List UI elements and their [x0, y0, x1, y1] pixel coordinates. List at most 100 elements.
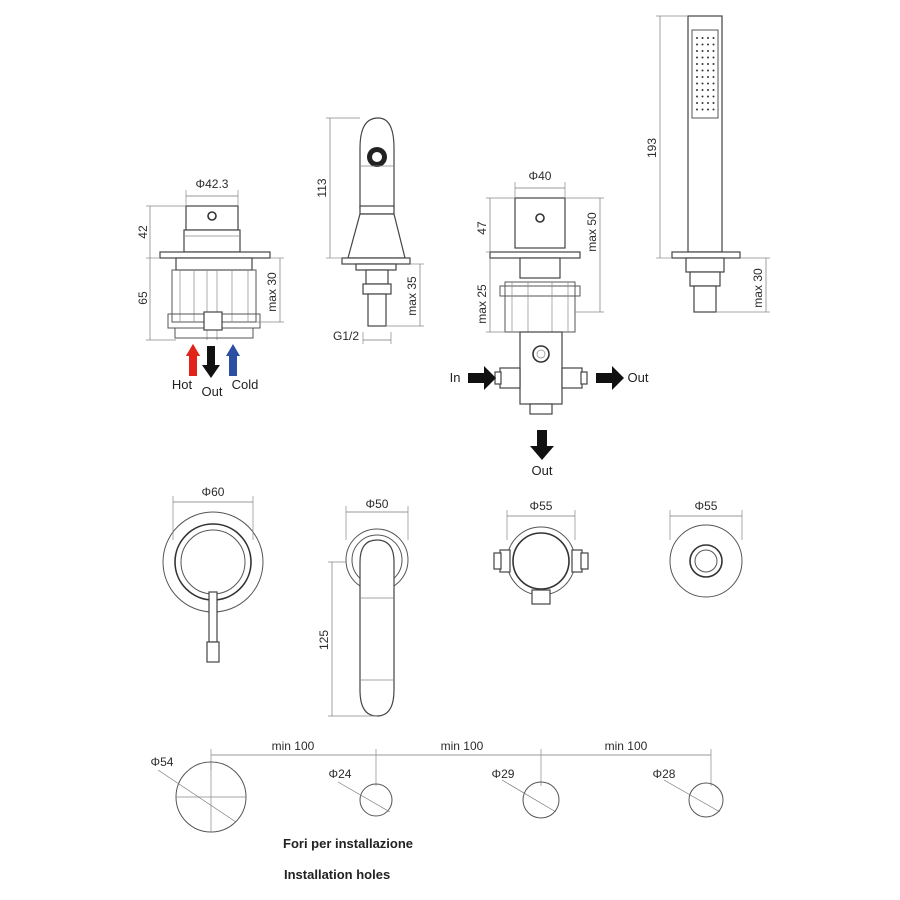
nozzle-dot: [696, 82, 698, 85]
nozzle-dot: [696, 95, 698, 98]
spout-height-label: 113: [315, 178, 329, 197]
shower-plan-diameter-label: Φ55: [695, 499, 718, 513]
nozzle-dot: [701, 50, 704, 52]
nozzle-dot: [696, 76, 698, 78]
nozzle-dot: [701, 82, 704, 85]
spout-thread-label: G1/2: [333, 329, 359, 343]
nozzle-dot: [712, 108, 715, 111]
nozzle-dot: [707, 63, 709, 65]
spout-side-view: 113 max 35 G1/2: [315, 117, 424, 344]
diverter-max-top-label: max 50: [585, 212, 599, 252]
nozzle-dot: [712, 37, 715, 39]
nozzle-dot: [707, 95, 709, 98]
nozzle-dot: [701, 76, 704, 78]
cold-label: Cold: [232, 377, 259, 392]
mixer-side-view: Φ42.3 42 65 max 30 Hot Out Cold: [136, 177, 284, 399]
nozzle-dot: [701, 37, 704, 39]
hole-3-diameter: Φ29: [492, 767, 515, 781]
installation-holes: min 100 min 100 min 100 Φ54 Φ24 Φ29 Φ28 …: [151, 739, 724, 882]
nozzle-dot: [712, 76, 715, 78]
nozzle-dot: [696, 50, 698, 52]
nozzle-dot: [712, 95, 715, 98]
out-down-arrow: [530, 430, 554, 460]
hot-label: Hot: [172, 377, 193, 392]
shower-height-label: 193: [645, 138, 659, 158]
spout-plan-diameter-label: Φ50: [366, 497, 389, 511]
nozzle-dot: [701, 69, 704, 72]
nozzle-dot: [707, 108, 709, 111]
nozzle-dot: [696, 108, 698, 111]
spout-length-label: 125: [317, 630, 331, 650]
nozzle-dot: [707, 76, 709, 78]
mixer-out-label: Out: [202, 384, 223, 399]
nozzle-dot: [696, 43, 698, 46]
nozzle-dot: [701, 43, 704, 46]
nozzle-dot: [701, 56, 704, 59]
shower-max-label: max 30: [751, 268, 765, 308]
nozzle-dot: [712, 82, 715, 85]
nozzle-dot: [696, 56, 698, 59]
out-right-arrow: [596, 366, 624, 390]
hole-2: [359, 783, 393, 817]
nozzle-dot: [712, 56, 715, 59]
in-label: In: [450, 370, 461, 385]
spacing-label-3: min 100: [605, 739, 648, 753]
out-arrow: [202, 346, 220, 378]
nozzle-dot: [696, 37, 698, 39]
mixer-plan-diameter-label: Φ60: [202, 485, 225, 499]
nozzle-dot: [707, 69, 709, 72]
nozzle-dot: [696, 89, 698, 91]
nozzle-dot: [701, 89, 704, 91]
spacing-label-1: min 100: [272, 739, 315, 753]
hole-3: [522, 781, 560, 819]
caption-english: Installation holes: [284, 867, 390, 882]
nozzle-dot: [696, 63, 698, 65]
nozzle-dot: [712, 43, 715, 46]
nozzle-dot: [712, 69, 715, 72]
diverter-out-down-label: Out: [532, 463, 553, 478]
in-arrow: [468, 366, 496, 390]
mixer-plan-view: Φ60: [162, 485, 264, 663]
nozzle-dot: [696, 69, 698, 72]
shower-nozzles: [696, 37, 715, 111]
hole-2-diameter: Φ24: [329, 767, 352, 781]
spout-max-label: max 35: [405, 276, 419, 316]
nozzle-dot: [707, 50, 709, 52]
hole-1-diameter: Φ54: [151, 755, 174, 769]
mixer-top-height-label: 42: [136, 225, 150, 239]
nozzle-dot: [696, 102, 698, 104]
nozzle-dot: [707, 56, 709, 59]
nozzle-dot: [707, 37, 709, 39]
diverter-plan-diameter-label: Φ55: [530, 499, 553, 513]
diverter-diameter-label: Φ40: [529, 169, 552, 183]
nozzle-dot: [712, 102, 715, 104]
diverter-top-height-label: 47: [475, 221, 489, 235]
diverter-max-body-label: max 25: [475, 284, 489, 324]
nozzle-dot: [707, 89, 709, 91]
nozzle-dot: [701, 63, 704, 65]
caption-italian: Fori per installazione: [283, 836, 413, 851]
diverter-side-view: Φ40 47 max 50 max 25 In Out Out: [450, 169, 649, 478]
nozzle-dot: [712, 63, 715, 65]
mixer-diameter-label: Φ42.3: [196, 177, 229, 191]
diverter-plan-view: Φ55: [493, 499, 589, 605]
nozzle-dot: [712, 89, 715, 91]
nozzle-dot: [707, 82, 709, 85]
nozzle-dot: [712, 50, 715, 52]
nozzle-dot: [707, 43, 709, 46]
mixer-body-height-label: 65: [136, 291, 150, 305]
spacing-label-2: min 100: [441, 739, 484, 753]
hole-4: [688, 782, 724, 818]
nozzle-dot: [701, 102, 704, 104]
hand-shower-side-view: 193 max 30: [645, 15, 770, 313]
mixer-max-label: max 30: [265, 272, 279, 312]
diverter-out-right-label: Out: [628, 370, 649, 385]
cold-inlet-arrow: [229, 354, 237, 376]
spout-plan-view: Φ50 125: [317, 497, 409, 717]
nozzle-dot: [701, 108, 704, 111]
nozzle-dot: [707, 102, 709, 104]
hole-4-diameter: Φ28: [653, 767, 676, 781]
shower-plan-view: Φ55: [669, 499, 743, 598]
nozzle-dot: [701, 95, 704, 98]
